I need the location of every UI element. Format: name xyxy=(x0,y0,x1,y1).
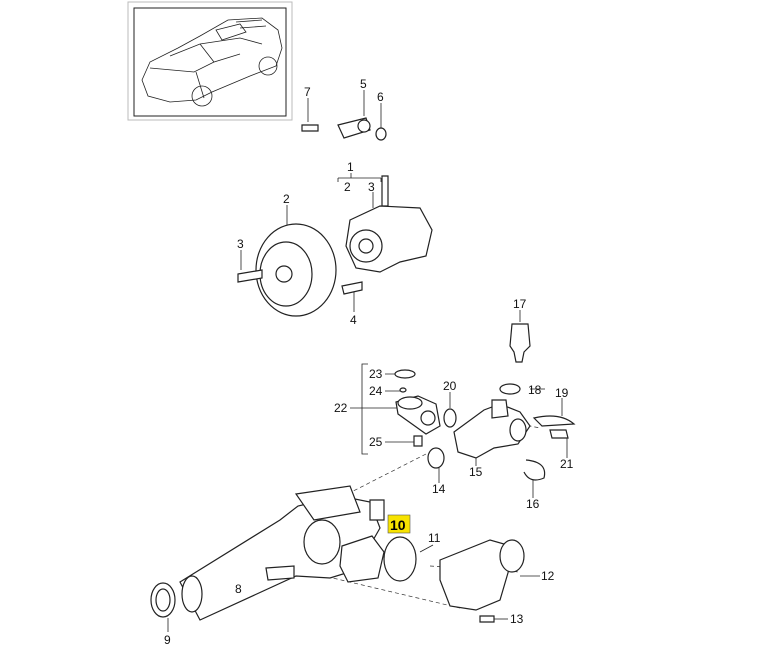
label-8[interactable]: 8 xyxy=(235,582,242,596)
label-25[interactable]: 25 xyxy=(369,435,383,449)
label-3[interactable]: 3 xyxy=(237,237,244,251)
label-4[interactable]: 4 xyxy=(350,313,357,327)
label-15[interactable]: 15 xyxy=(469,465,483,479)
label-19[interactable]: 19 xyxy=(555,386,569,400)
label-10-highlighted[interactable]: 10 xyxy=(390,517,406,533)
label-1[interactable]: 1 xyxy=(347,160,354,174)
label-13[interactable]: 13 xyxy=(510,612,524,626)
label-20[interactable]: 20 xyxy=(443,379,457,393)
car-thumbnail[interactable] xyxy=(127,1,293,121)
label-24[interactable]: 24 xyxy=(369,384,383,398)
part-drawings xyxy=(150,117,576,623)
label-7[interactable]: 7 xyxy=(304,85,311,99)
label-22[interactable]: 22 xyxy=(334,401,348,415)
label-5[interactable]: 5 xyxy=(360,77,367,91)
label-18[interactable]: 18 xyxy=(528,383,542,397)
label-11[interactable]: 11 xyxy=(428,531,441,545)
label-6[interactable]: 6 xyxy=(377,90,384,104)
leader-lines xyxy=(167,90,568,632)
highlight-box xyxy=(387,514,411,534)
label-14[interactable]: 14 xyxy=(432,482,446,496)
label-2[interactable]: 2 xyxy=(283,192,290,206)
label-23[interactable]: 23 xyxy=(369,367,383,381)
label-17[interactable]: 17 xyxy=(513,297,527,311)
label-21[interactable]: 21 xyxy=(560,457,574,471)
label-16[interactable]: 16 xyxy=(526,497,540,511)
label-3-sub[interactable]: 3 xyxy=(368,180,375,194)
part-labels: 7 5 6 1 2 3 2 3 4 17 18 19 20 23 24 22 2… xyxy=(164,77,574,647)
label-12[interactable]: 12 xyxy=(541,569,555,583)
label-9[interactable]: 9 xyxy=(164,633,171,647)
label-2-sub[interactable]: 2 xyxy=(344,180,351,194)
